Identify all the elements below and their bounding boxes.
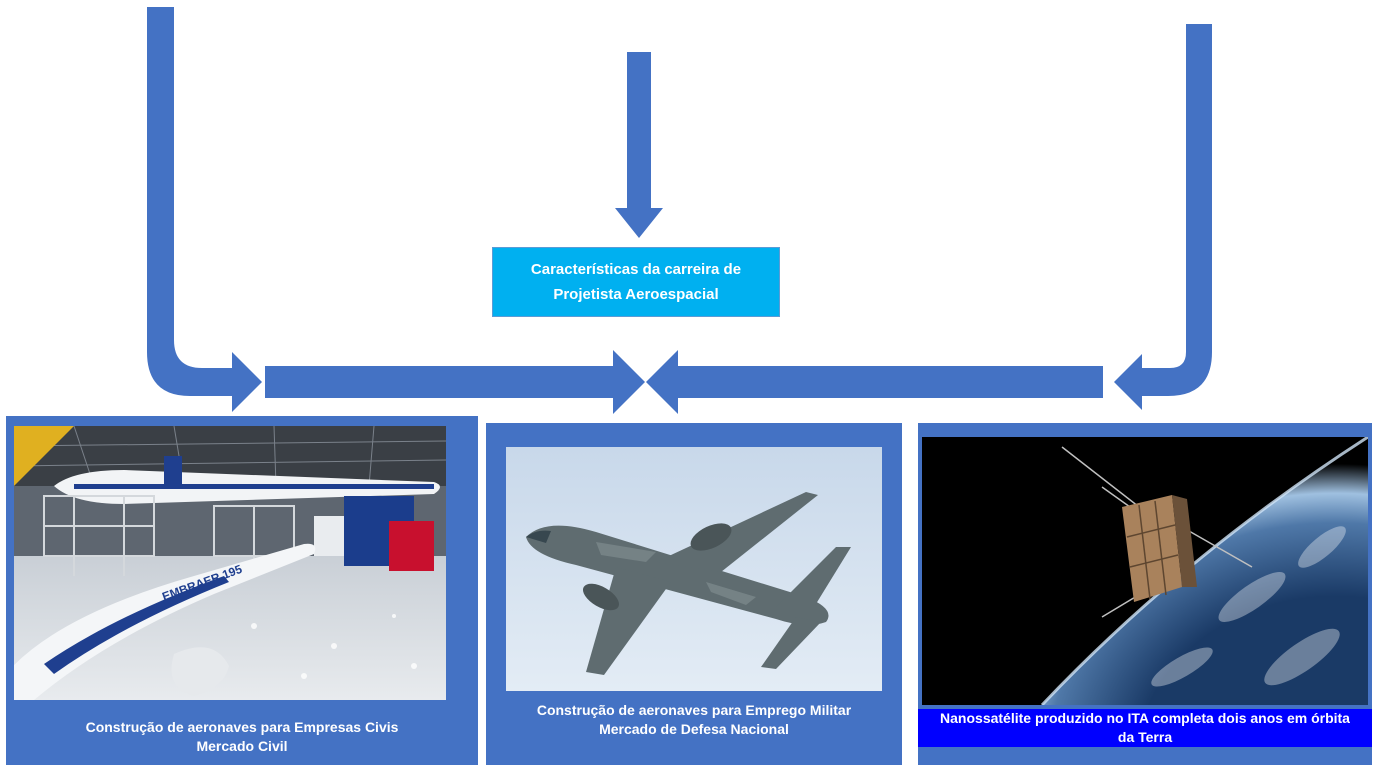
- nanosatellite-photo: [922, 437, 1368, 705]
- military-caption-line1: Construção de aeronaves para Emprego Mil…: [536, 702, 852, 718]
- nanosatellite-caption-line2: da Terra: [918, 728, 1372, 747]
- military-caption: Construção de aeronaves para Emprego Mil…: [486, 701, 902, 739]
- civil-caption-line1: Construção de aeronaves para Empresas Ci…: [85, 719, 399, 735]
- center-box-line2: Projetista Aeroespacial: [553, 286, 719, 303]
- right-elbow-arrow: [1114, 24, 1212, 410]
- career-characteristics-box: Características da carreira de Projetist…: [492, 247, 780, 317]
- civil-caption: Construção de aeronaves para Empresas Ci…: [6, 718, 478, 756]
- center-box-line1: Características da carreira de: [530, 261, 742, 278]
- military-aircraft-panel: Construção de aeronaves para Emprego Mil…: [486, 423, 902, 765]
- nanosatellite-caption-line1: Nanossatélite produzido no ITA completa …: [918, 709, 1372, 728]
- military-aircraft-photo: [506, 447, 882, 691]
- civil-hangar-photo: EMBRAER 195: [14, 426, 446, 700]
- nanosatellite-caption-line1-text: Nanossatélite produzido no ITA completa …: [918, 709, 1372, 728]
- military-caption-line2: Mercado de Defesa Nacional: [599, 721, 789, 737]
- center-down-arrow: [615, 52, 663, 238]
- civil-aircraft-panel: EMBRAER 195 Construção de aeronaves para…: [6, 416, 478, 765]
- civil-caption-line2: Mercado Civil: [196, 738, 288, 754]
- converge-right-arrow: [265, 350, 645, 414]
- nanosatellite-caption-line2-text: da Terra: [918, 728, 1372, 747]
- converge-left-arrow: [646, 350, 1103, 414]
- left-elbow-arrow: [147, 7, 262, 412]
- nanosatellite-caption: Nanossatélite produzido no ITA completa …: [918, 709, 1372, 747]
- nanosatellite-panel: Nanossatélite produzido no ITA completa …: [918, 423, 1372, 765]
